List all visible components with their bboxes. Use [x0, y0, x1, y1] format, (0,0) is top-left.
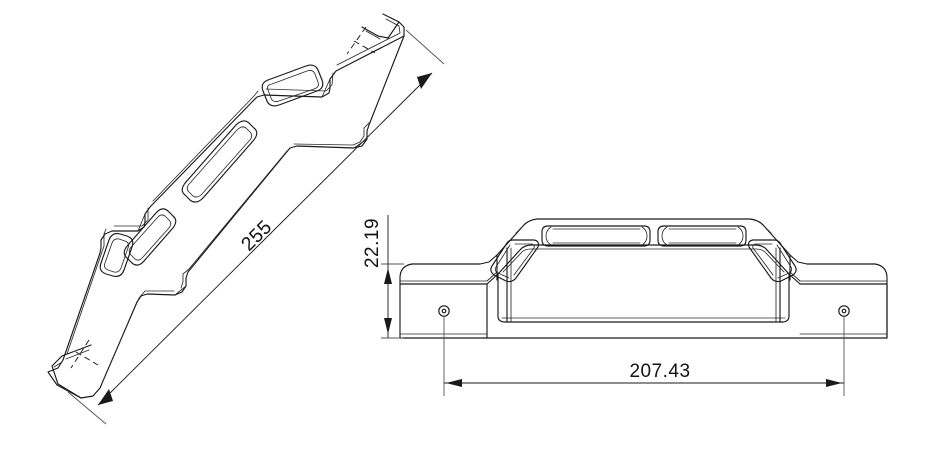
- front-top-slot-left: [541, 225, 651, 247]
- iso-slot-4: [99, 233, 134, 277]
- hole-inner-left: [441, 308, 447, 314]
- arrowhead-top: [417, 73, 432, 89]
- iso-slot-1: [261, 64, 324, 107]
- dim-line-255: [97, 72, 433, 406]
- arrowhead-height-up: [384, 268, 392, 284]
- ext-line-bottom: [67, 391, 107, 425]
- arrowhead-bottom: [98, 389, 113, 405]
- hole-outer-left: [438, 305, 450, 317]
- dimension-label-255: 255: [237, 216, 277, 256]
- iso-slot-3: [123, 208, 177, 266]
- hole-inner-right: [841, 308, 847, 314]
- iso-thickness-lines: [53, 18, 401, 384]
- dimension-label-20743: 207.43: [629, 361, 690, 382]
- iso-upper-end-flange: [346, 21, 400, 55]
- iso-lower-end-flange: [51, 339, 99, 399]
- front-central-web: [497, 244, 790, 323]
- front-mounting-hole-right: [838, 305, 850, 317]
- front-shoulder-slot-left: [490, 239, 540, 283]
- ext-line-top: [405, 29, 445, 65]
- dimension-overall-height: 22.19: [362, 215, 404, 339]
- hole-outer-right: [838, 305, 850, 317]
- dimension-label-2219: 22.19: [362, 218, 383, 268]
- front-mounting-hole-left: [438, 305, 450, 317]
- iso-body-outline: [47, 13, 405, 399]
- front-shoulder-slot-right: [747, 239, 797, 283]
- dimension-hole-spacing: 207.43: [443, 316, 845, 396]
- front-view: 22.19 207.43: [362, 215, 888, 396]
- front-left-pad: [399, 271, 499, 339]
- iso-bend-details: [137, 78, 368, 296]
- iso-slot-2: [181, 120, 258, 203]
- isometric-view: 255: [47, 13, 445, 425]
- arrowhead-height-down: [384, 318, 392, 334]
- arrowhead-span-right: [826, 379, 842, 387]
- front-shoulder-edges: [496, 225, 791, 281]
- front-right-pad: [788, 271, 888, 339]
- front-top-slot-right: [657, 225, 747, 247]
- front-body-outline: [399, 218, 888, 339]
- arrowhead-span-left: [446, 379, 462, 387]
